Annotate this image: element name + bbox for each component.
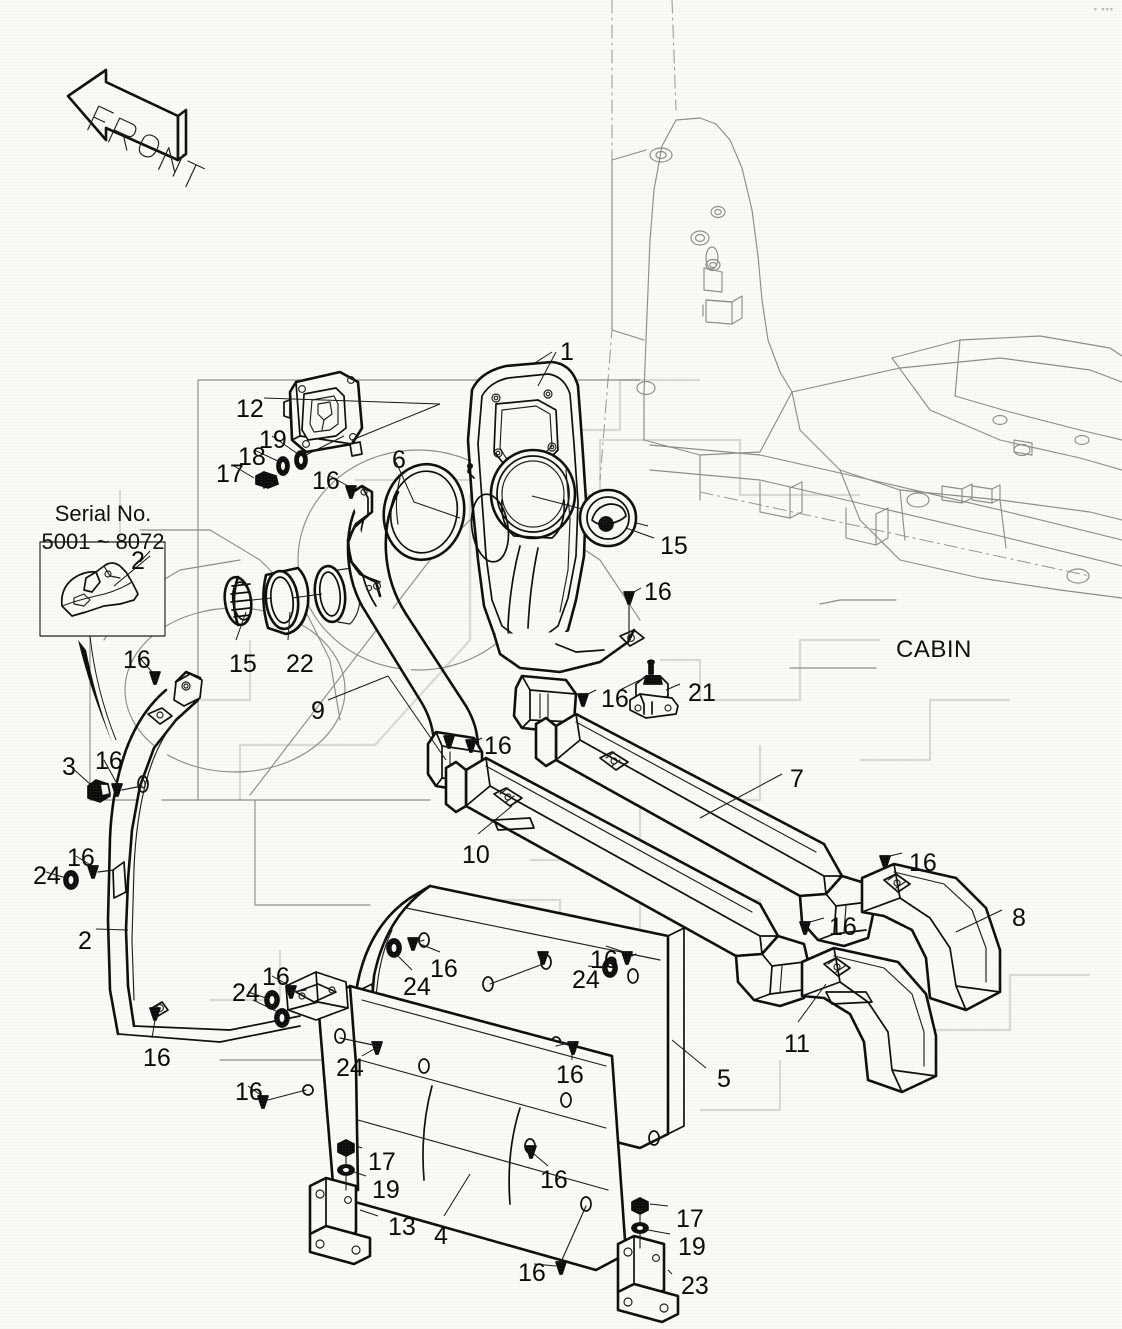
callout-17: 17 <box>676 1205 704 1233</box>
callout-16: 16 <box>484 732 512 760</box>
part-10-lower-duct <box>444 756 812 1008</box>
serial-range: 5001 ~ 8072 <box>41 528 165 554</box>
part-7-main-duct <box>534 712 876 948</box>
callout-22: 22 <box>286 650 314 678</box>
part-4-lower-cover <box>285 971 628 1272</box>
callout-3: 3 <box>62 753 76 781</box>
fastener-group-17-18-19 <box>233 435 345 489</box>
callout-5: 5 <box>717 1065 731 1093</box>
callout-24: 24 <box>33 862 61 890</box>
callout-18: 18 <box>238 443 266 471</box>
part-3-grommet <box>69 765 111 803</box>
corner-mark: ▪ ▪▪▪ <box>1093 4 1114 14</box>
part-15-22-vent-assembly <box>223 564 361 641</box>
callout-8: 8 <box>1012 904 1026 932</box>
callout-16: 16 <box>601 685 629 713</box>
part-1-console-trim <box>466 351 649 674</box>
callout-16: 16 <box>590 946 618 974</box>
part-13-bracket-left <box>308 1139 379 1266</box>
part-11-duct-elbow <box>797 946 938 1094</box>
callout-16: 16 <box>644 578 672 606</box>
callout-16: 16 <box>430 955 458 983</box>
part-15-round-vent-right <box>578 488 655 548</box>
callout-16: 16 <box>829 913 857 941</box>
callout-7: 7 <box>790 765 804 793</box>
part-6-vent-seal <box>382 461 466 562</box>
callout-16: 16 <box>518 1259 546 1287</box>
callout-19: 19 <box>678 1233 706 1261</box>
callout-16: 16 <box>235 1078 263 1106</box>
callout-24: 24 <box>572 966 600 994</box>
callout-2: 2 <box>78 927 92 955</box>
part-12-switch-bezel <box>263 351 553 457</box>
callout-2: 2 <box>131 547 145 575</box>
callout-24: 24 <box>336 1054 364 1082</box>
callout-17: 17 <box>216 460 244 488</box>
cabin-frame-context <box>599 0 1122 599</box>
serial-number-note: Serial No.5001 ~ 8072 <box>40 500 166 555</box>
callout-16: 16 <box>262 963 290 991</box>
callout-24: 24 <box>403 973 431 1001</box>
callout-6: 6 <box>392 446 406 474</box>
callout-17: 17 <box>368 1148 396 1176</box>
callout-12: 12 <box>236 395 264 423</box>
callout-1: 1 <box>560 338 574 366</box>
cabin-label: CABIN <box>896 636 972 663</box>
part-21-clamp-bracket <box>619 659 681 719</box>
callout-9: 9 <box>311 697 325 725</box>
callout-16: 16 <box>123 646 151 674</box>
callout-16: 16 <box>540 1166 568 1194</box>
callout-21: 21 <box>688 679 716 707</box>
front-arrow-icon <box>66 68 205 188</box>
cabin-region-outline <box>789 599 897 669</box>
callout-15: 15 <box>229 650 257 678</box>
callout-13: 13 <box>388 1213 416 1241</box>
callout-19: 19 <box>372 1176 400 1204</box>
callout-4: 4 <box>434 1222 448 1250</box>
callout-23: 23 <box>681 1272 709 1300</box>
callout-16: 16 <box>909 849 937 877</box>
callout-24: 24 <box>232 979 260 1007</box>
callout-16: 16 <box>312 467 340 495</box>
part-23-bracket-right <box>616 1197 680 1324</box>
callout-10: 10 <box>462 841 490 869</box>
duct-9-upper-mouth <box>512 674 578 734</box>
callout-16: 16 <box>67 844 95 872</box>
fasteners-16-24 <box>45 475 903 1275</box>
part-8-duct-elbow <box>860 862 1003 1012</box>
callout-15: 15 <box>660 532 688 560</box>
callout-16: 16 <box>556 1061 584 1089</box>
callout-11: 11 <box>784 1030 810 1058</box>
serial-title: Serial No. <box>54 501 152 526</box>
callout-16: 16 <box>143 1044 171 1072</box>
callout-19: 19 <box>259 426 287 454</box>
callout-16: 16 <box>95 747 123 775</box>
